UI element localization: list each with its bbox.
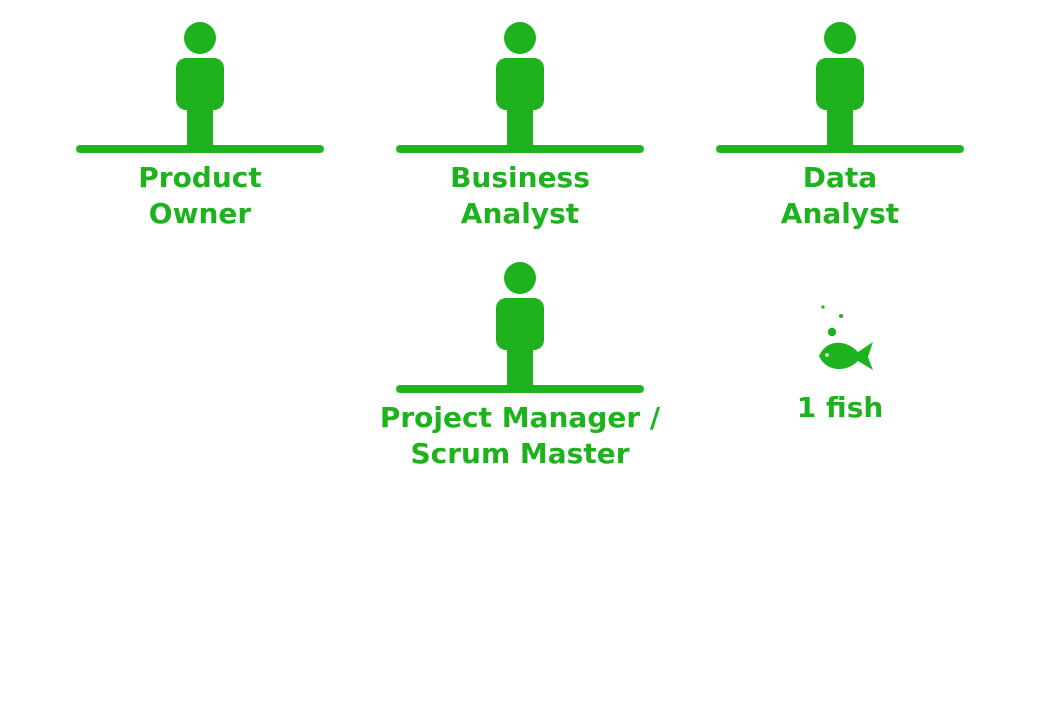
role-label: Project Manager / Scrum Master (360, 400, 680, 472)
role-label-line1: Business (450, 161, 590, 194)
role-product-owner: Product Owner (40, 20, 360, 232)
role-label-line2: Owner (148, 197, 252, 230)
role-label: Business Analyst (360, 160, 680, 232)
fish-card: 1 fish (680, 302, 1000, 426)
person-icon (716, 22, 964, 153)
role-label-line2: Scrum Master (410, 437, 630, 470)
role-label-line1: Data (802, 161, 878, 194)
role-label-line1: Product (138, 161, 262, 194)
role-project-manager: Project Manager / Scrum Master (360, 260, 680, 472)
role-label: Data Analyst (680, 160, 1000, 232)
person-icon (396, 22, 644, 153)
role-label: Product Owner (40, 160, 360, 232)
fish-icon (819, 305, 873, 370)
person-icon (76, 22, 324, 153)
person-icon (396, 262, 644, 393)
fish-label: 1 fish (796, 391, 884, 424)
role-label-line1: Project Manager / (379, 401, 661, 434)
role-label-line2: Analyst (460, 197, 580, 230)
role-label-line2: Analyst (780, 197, 900, 230)
role-business-analyst: Business Analyst (360, 20, 680, 232)
role-data-analyst: Data Analyst (680, 20, 1000, 232)
